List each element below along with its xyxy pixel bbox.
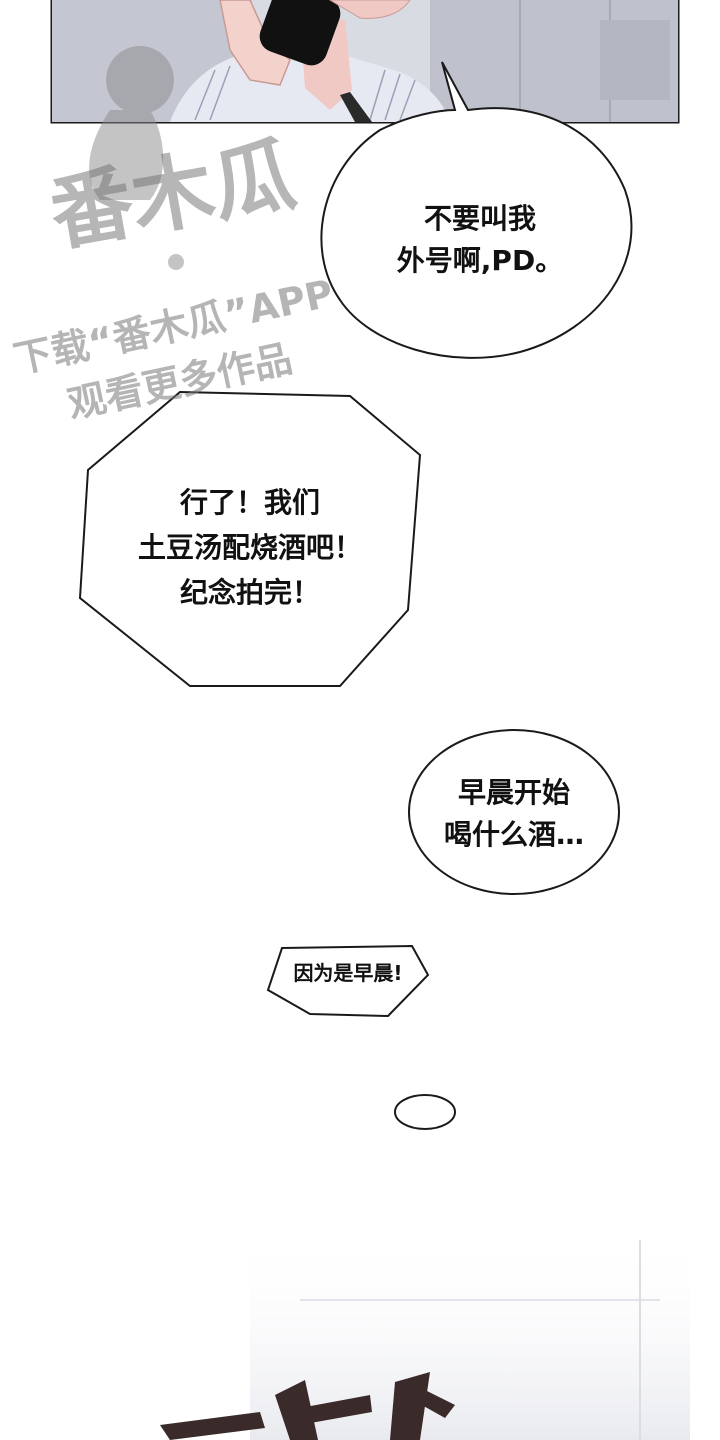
- bubble-3-text: 早晨开始 喝什么酒…: [414, 772, 614, 856]
- bubble-2-shape: [78, 390, 422, 687]
- bubble-2-line-3: 纪念拍完！: [179, 576, 320, 609]
- bubble-1-line-1: 不要叫我: [423, 202, 536, 235]
- bubble-2-line-2: 土豆汤配烧酒吧！: [137, 531, 362, 564]
- bubble-1-shape: [320, 61, 633, 359]
- bubble-1-line-2: 外号啊,PD。: [396, 244, 564, 277]
- bubble-3-line-2: 喝什么酒…: [443, 818, 584, 851]
- small-empty-bubble: [394, 1094, 456, 1130]
- sound-effect-strokes: [160, 1372, 455, 1440]
- bubble-4-line-1: 因为是早晨!: [293, 961, 403, 985]
- bubble-2-text: 行了！我们 土豆汤配烧酒吧！ 纪念拍完！: [100, 480, 400, 615]
- bubble-1-text: 不要叫我 外号啊,PD。: [370, 198, 590, 282]
- bubble-4-shape: [266, 944, 430, 1018]
- bubble-3-line-1: 早晨开始: [457, 776, 570, 809]
- bubble-4-text: 因为是早晨!: [270, 958, 426, 988]
- bubble-2-line-1: 行了！我们: [179, 486, 320, 519]
- bubble-3-shape: [408, 729, 620, 895]
